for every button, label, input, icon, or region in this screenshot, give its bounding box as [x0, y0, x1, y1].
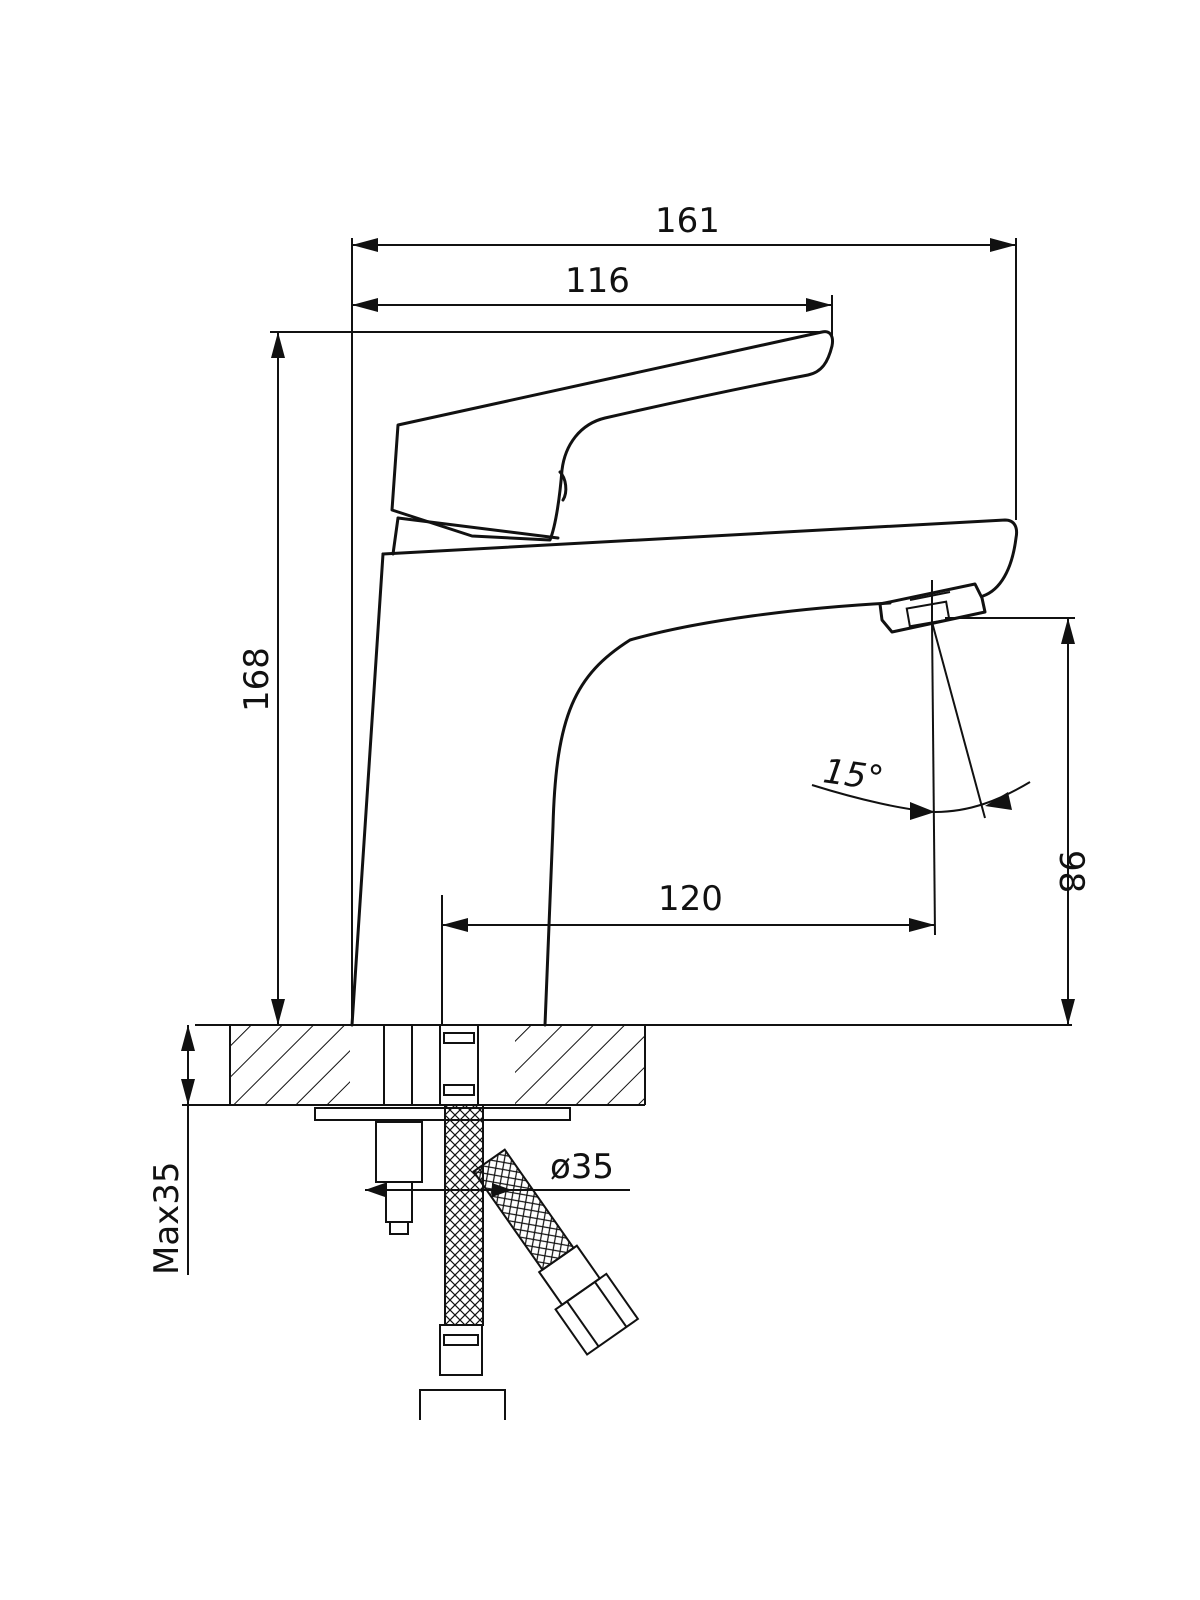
label-hole-diameter: ø35 [550, 1147, 614, 1187]
supply-hoses [314, 1024, 640, 1420]
label-spray-angle: 15° [821, 751, 886, 799]
lever-handle [390, 330, 834, 542]
faucet-body [350, 516, 1019, 1027]
countertop-section [182, 1024, 1072, 1106]
label-total-length: 161 [655, 201, 720, 241]
aerator [878, 582, 987, 634]
dimension-spout-reach [441, 895, 935, 1025]
dimension-handle-length [352, 295, 833, 340]
label-spout-reach: 120 [658, 879, 723, 919]
label-handle-length: 116 [565, 261, 630, 301]
label-max-counter-thickness: Max35 [147, 1161, 187, 1275]
dimension-max-counter-thickness [181, 1025, 195, 1275]
label-total-height: 168 [237, 647, 277, 712]
dimension-total-height [270, 331, 822, 1025]
dimension-spout-height [945, 617, 1075, 1025]
spray-angle-indicator [811, 580, 1031, 936]
label-spout-height: 98 [1051, 850, 1091, 893]
dimension-total-length [351, 238, 1017, 1025]
